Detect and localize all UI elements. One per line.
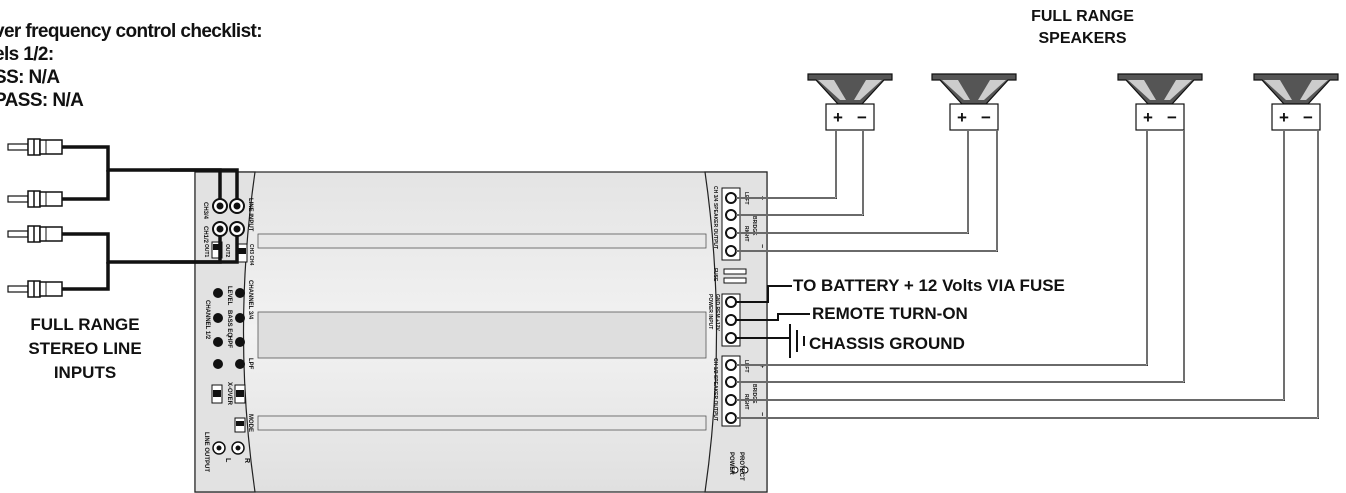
inputs-label-line1: FULL RANGE [30, 315, 140, 334]
rca-plug-icon [7, 138, 63, 156]
svg-text:−: − [758, 244, 765, 248]
label-power-input: POWER INPUT [707, 294, 713, 329]
checklist-title: ver frequency control checklist: [0, 21, 263, 42]
protect-led-icon [741, 466, 749, 474]
speaker2-plus: + [957, 108, 967, 127]
speaker4-minus: − [1303, 108, 1313, 127]
label-power: POWER [728, 452, 734, 475]
amplifier: CH3/4 CH1/2 LINE INPUT OUT1 OUT2 CH3 CH4… [194, 171, 768, 493]
ground-symbol-icon [789, 324, 805, 358]
checklist-line-highpass: SS: N/A [0, 67, 60, 88]
rca-plug-icon [7, 280, 63, 298]
inputs-label-line3: INPUTS [53, 363, 117, 382]
speaker-wires [736, 130, 1319, 419]
remote-label: REMOTE TURN-ON [812, 304, 968, 323]
label-ch12: CH1/2 [202, 226, 208, 244]
speakers-label-line1: FULL RANGE [1031, 8, 1134, 25]
level-knobs [213, 288, 245, 369]
speakers-label-line2: SPEAKERS [1038, 30, 1127, 47]
line-input-jacks [212, 198, 245, 237]
label-bridge-34: BRIDGE [751, 216, 757, 236]
label-ch34-speaker-output: CH 3/4 SPEAKER OUTPUT [712, 186, 718, 249]
speaker3-minus: − [1167, 108, 1177, 127]
svg-text:−: − [758, 412, 765, 416]
label-out-l: L [224, 458, 231, 463]
rca-plug-icon [7, 225, 63, 243]
crossover-checklist: ver frequency control checklist: els 1/2… [0, 20, 263, 112]
label-fuse: FUSE [712, 268, 718, 282]
label-ch12-speaker-output: CH 1/2 SPEAKER OUTPUT [712, 358, 718, 421]
label-line-input: LINE INPUT [247, 198, 253, 232]
speaker3-plus: + [1143, 108, 1153, 127]
label-line-output: LINE OUTPUT [203, 432, 209, 472]
label-out-r: R [243, 458, 250, 463]
label-hpf: HPF [226, 336, 232, 348]
speaker2-minus: − [981, 108, 991, 127]
inputs-label-line2: STEREO LINE [28, 339, 142, 358]
input-cables [62, 145, 239, 291]
inputs-label: FULL RANGE STEREO LINE INPUTS [0, 313, 170, 385]
ch12-speaker-terminals [721, 355, 741, 427]
speakers-label: FULL RANGE SPEAKERS [1010, 6, 1155, 50]
label-left-12: LEFT [743, 360, 749, 373]
ground-label: CHASSIS GROUND [809, 334, 965, 353]
power-led-icon [731, 466, 739, 474]
speaker1-plus: + [833, 108, 843, 127]
power-wires [736, 285, 810, 339]
speaker-icon: + − [931, 73, 1017, 131]
rca-plugs [7, 138, 63, 298]
label-ch34: CH3/4 [202, 202, 208, 220]
label-level-12: LEVEL [226, 286, 232, 306]
speaker1-minus: − [857, 108, 867, 127]
label-channel-34: CHANNEL 3/4 [247, 280, 253, 320]
label-out2: OUT2 [224, 244, 230, 258]
speaker-icon: + − [1117, 73, 1203, 131]
svg-text:+: + [758, 364, 765, 368]
label-lpf: LPF [247, 358, 253, 370]
label-protect: PROTECT [738, 452, 744, 481]
speaker-icon: + − [807, 73, 893, 131]
rca-plug-icon [7, 190, 63, 208]
label-xover: X-OVER [226, 382, 232, 406]
label-gnd-rem: GND REM +12V [714, 294, 720, 331]
fuse-icon [723, 268, 747, 284]
label-channel-12: CHANNEL 1/2 [204, 300, 210, 340]
checklist-line-channels: els 1/2: [0, 44, 54, 65]
battery-label: TO BATTERY + 12 Volts VIA FUSE [793, 276, 1065, 295]
speakers: + − + − + − + − [807, 73, 1339, 131]
label-input-select: CH3 CH4 [248, 244, 254, 266]
label-right-12: RIGHT [743, 394, 749, 410]
label-bridge-12: BRIDGE [751, 384, 757, 404]
speaker4-plus: + [1279, 108, 1289, 127]
label-mode: MODE [247, 414, 253, 432]
label-out1: OUT1 [203, 244, 209, 258]
checklist-line-lowpass: PASS: N/A [0, 90, 84, 111]
speaker-icon: + − [1253, 73, 1339, 131]
label-bass-eq: BASS EQ [226, 310, 232, 337]
